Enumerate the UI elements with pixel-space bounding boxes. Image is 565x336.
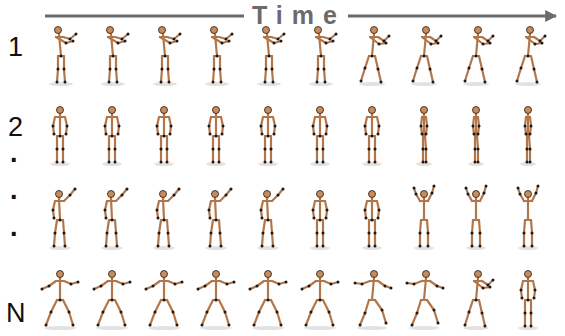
axis-title: Time <box>252 3 346 28</box>
time-axis-arrow <box>348 15 556 18</box>
motion-row-2 <box>50 107 536 167</box>
ellipsis-dot: . <box>10 177 18 204</box>
motion-row-1 <box>49 27 547 87</box>
time-axis-line <box>45 15 244 18</box>
motion-row-3 <box>49 185 540 251</box>
ellipsis-dot: . <box>10 140 18 167</box>
motion-row-n <box>41 271 539 331</box>
row-number: 1 <box>8 34 23 61</box>
row-number: N <box>6 300 26 327</box>
row-number: 2 <box>8 114 23 141</box>
ellipsis-dot: . <box>10 214 18 241</box>
